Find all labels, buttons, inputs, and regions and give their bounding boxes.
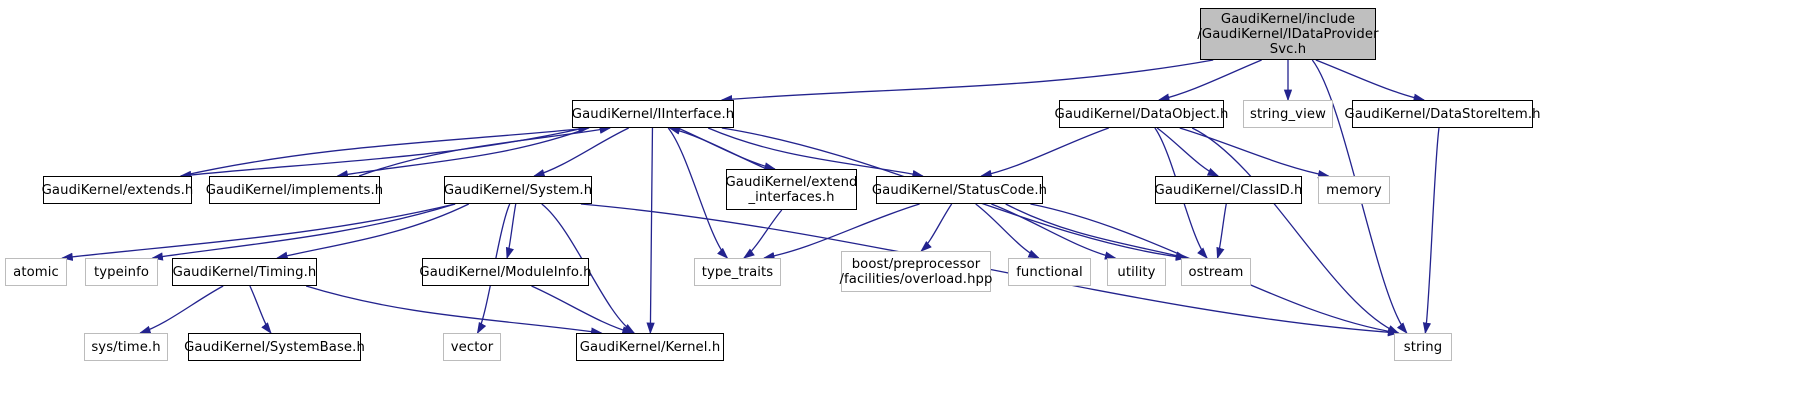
node-extends[interactable]: GaudiKernel/extends.h <box>42 176 193 204</box>
edge-iinterface-to-system <box>532 127 629 178</box>
edge-root-to-dataobject <box>1157 59 1262 102</box>
node-string_view[interactable]: string_view <box>1243 100 1333 128</box>
edge-datastoreitem-to-string <box>1422 127 1440 335</box>
edge-system-to-moduleinfo <box>505 203 517 260</box>
edge-classid-to-ostream <box>1216 203 1227 260</box>
node-vector[interactable]: vector <box>443 333 501 361</box>
edge-timing-to-systime <box>138 285 224 334</box>
edge-moduleinfo-to-kernel <box>531 285 634 335</box>
edge-statuscode-to-utility <box>991 203 1117 260</box>
edge-iinterface-to-extend_if <box>677 127 777 171</box>
node-ostream[interactable]: ostream <box>1181 258 1251 286</box>
node-systembase[interactable]: GaudiKernel/SystemBase.h <box>184 333 365 361</box>
node-kernel[interactable]: GaudiKernel/Kernel.h <box>576 333 724 361</box>
edge-iinterface-to-extends <box>179 127 585 180</box>
node-moduleinfo[interactable]: GaudiKernel/ModuleInfo.h <box>419 258 592 286</box>
edge-statuscode-to-boostpp <box>920 203 953 252</box>
edge-system-to-timing <box>276 203 470 260</box>
edge-statuscode-to-functional <box>975 203 1040 259</box>
node-type_traits[interactable]: type_traits <box>694 258 781 286</box>
node-memory[interactable]: memory <box>1318 176 1390 204</box>
node-typeinfo[interactable]: typeinfo <box>85 258 158 286</box>
edge-dataobject-to-memory <box>1179 127 1330 179</box>
edge-system-to-atomic <box>61 203 456 261</box>
edge-dataobject-to-string <box>1191 127 1400 334</box>
edge-iinterface-to-implements <box>336 127 589 179</box>
node-boostpp[interactable]: boost/preprocessor /facilities/overload.… <box>840 251 992 292</box>
edge-extends-to-iinterface <box>180 124 591 177</box>
node-classid[interactable]: GaudiKernel/ClassID.h <box>1155 176 1302 204</box>
edge-iinterface-to-type_traits <box>667 127 729 259</box>
node-atomic[interactable]: atomic <box>5 258 67 286</box>
node-implements[interactable]: GaudiKernel/implements.h <box>206 176 383 204</box>
node-timing[interactable]: GaudiKernel/Timing.h <box>172 258 317 286</box>
edge-extend_if-to-type_traits <box>742 209 783 259</box>
edge-dataobject-to-statuscode <box>980 127 1109 178</box>
edge-statuscode-to-ostream <box>1005 203 1188 260</box>
node-functional[interactable]: functional <box>1008 258 1091 286</box>
edge-statuscode-to-type_traits <box>762 203 920 261</box>
node-dataobject[interactable]: GaudiKernel/DataObject.h <box>1055 100 1228 128</box>
edge-root-to-iinterface <box>720 59 1214 104</box>
edge-extend_if-to-iinterface <box>668 126 767 170</box>
node-iinterface[interactable]: GaudiKernel/IInterface.h <box>572 100 734 128</box>
edge-iinterface-to-kernel <box>646 127 655 335</box>
node-system[interactable]: GaudiKernel/System.h <box>444 176 592 204</box>
edge-timing-to-kernel <box>305 285 603 336</box>
node-utility[interactable]: utility <box>1107 258 1166 286</box>
edge-dataobject-to-classid <box>1156 127 1220 177</box>
node-statuscode[interactable]: GaudiKernel/StatusCode.h <box>872 176 1047 204</box>
edge-system-to-typeinfo <box>151 203 456 261</box>
node-string[interactable]: string <box>1394 333 1452 361</box>
node-datastoreitem[interactable]: GaudiKernel/DataStoreItem.h <box>1344 100 1540 128</box>
edge-root-to-datastoreitem <box>1315 59 1426 102</box>
edge-implements-to-iinterface <box>358 125 612 177</box>
node-systime[interactable]: sys/time.h <box>84 333 168 361</box>
node-extend_if[interactable]: GaudiKernel/extend _interfaces.h <box>725 169 857 210</box>
node-root[interactable]: GaudiKernel/include /GaudiKernel/IDataPr… <box>1197 8 1379 60</box>
edge-timing-to-systembase <box>249 285 272 335</box>
